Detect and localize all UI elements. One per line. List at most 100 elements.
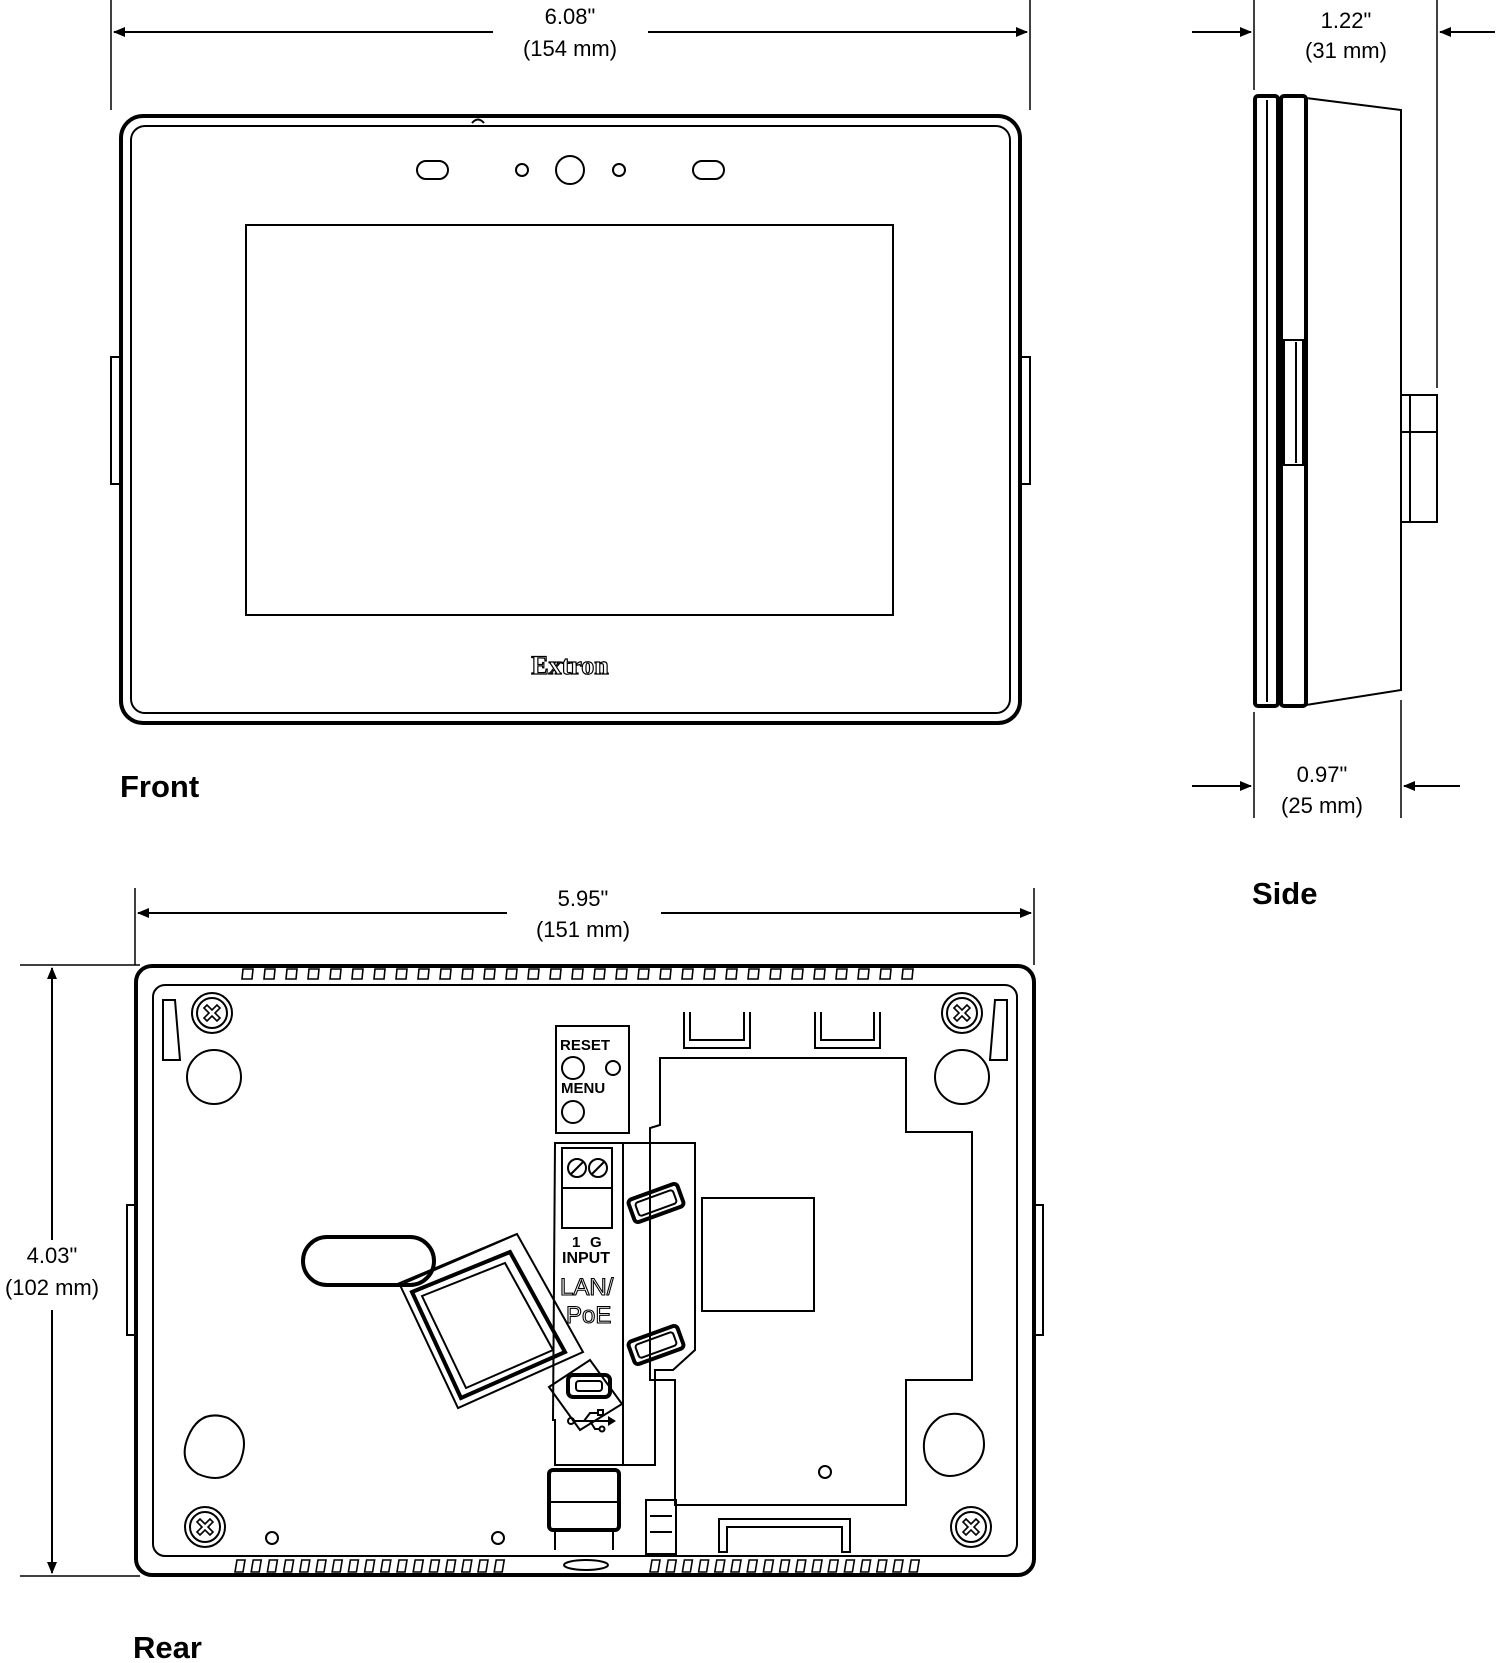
front-top-notch (471, 118, 485, 124)
vent-slot (571, 968, 584, 980)
front-view-label: Front (120, 769, 199, 804)
screw-bottom-right-icon (950, 1506, 992, 1548)
reset-menu-panel (555, 1025, 630, 1134)
vent-slot (746, 1559, 759, 1573)
bottom-center-slot (563, 1559, 609, 1571)
side-depth-dimension: 1.22" (31 mm) (1192, 0, 1495, 388)
processor-chip (701, 1197, 815, 1312)
front-view: 6.08" (154 mm) Extron Front (110, 0, 1031, 804)
vent-slot (363, 1559, 376, 1573)
vent-slot (697, 1559, 710, 1573)
vent-slot (665, 1559, 678, 1573)
vent-slot (879, 968, 892, 980)
hdmi-port-upper[interactable] (626, 1181, 686, 1225)
rear-small-hole-left (265, 1531, 279, 1545)
vent-slot (659, 968, 672, 980)
side-housing (1305, 97, 1402, 706)
vent-slot (285, 968, 298, 980)
front-width-dimension: 6.08" (154 mm) (110, 0, 1031, 110)
micro-usb-port[interactable] (547, 1358, 624, 1432)
vent-slot (460, 1559, 473, 1573)
side-depth-mm: (31 mm) (1305, 38, 1387, 63)
vent-slot (791, 968, 804, 980)
rear-height-inches: 4.03" (27, 1243, 78, 1268)
front-right-led-icon (612, 163, 626, 177)
vent-slot (637, 968, 650, 980)
vent-slot (681, 968, 694, 980)
screw-bottom-left-icon (184, 1506, 226, 1548)
side-rear-connector (1400, 394, 1438, 523)
mount-hole-top-right (934, 1049, 990, 1105)
top-clip-left (683, 1012, 751, 1049)
side-bezel-rear (1279, 94, 1308, 708)
vent-slot (266, 1559, 279, 1573)
vent-slot (593, 968, 606, 980)
vent-slot (298, 1559, 311, 1573)
screw-top-right-icon (941, 992, 983, 1034)
speaker-slot (301, 1235, 436, 1287)
vent-slot (811, 1559, 823, 1573)
vent-slot (493, 1559, 506, 1573)
lan-label: LAN/ (560, 1274, 614, 1301)
rear-small-hole-right (818, 1465, 832, 1479)
reset-label: RESET (560, 1037, 610, 1054)
network-jack[interactable] (547, 1468, 621, 1532)
vent-slot (477, 1559, 489, 1573)
front-left-led-icon (515, 163, 529, 177)
front-width-inches: 6.08" (545, 4, 596, 29)
side-view-label: Side (1252, 876, 1317, 911)
side-latch (1283, 339, 1304, 466)
mount-hole-bottom-right (922, 1412, 985, 1477)
vent-slot (417, 968, 430, 980)
sd-card-slot[interactable] (394, 1232, 585, 1410)
vent-slot (505, 968, 518, 980)
vent-slot (379, 1559, 392, 1573)
vent-slot (347, 1559, 360, 1573)
rear-small-hole-center (491, 1531, 505, 1545)
front-inner-bezel (130, 125, 1011, 714)
vent-slot (747, 968, 760, 980)
extron-logo: Extron (531, 651, 609, 680)
bottom-latch (645, 1499, 677, 1555)
mount-hole-top-left (186, 1049, 242, 1105)
rear-height-dimension: 4.03" (102 mm) (5, 964, 140, 1577)
vent-slot (649, 1559, 661, 1573)
top-vent-row (241, 968, 914, 980)
rear-view: 5.95" (151 mm) 4.03" (102 mm) (5, 886, 1044, 1663)
rear-width-dimension: 5.95" (151 mm) (134, 886, 1035, 965)
front-right-sensor-icon (692, 160, 725, 180)
bottom-vent-row-left (234, 1559, 506, 1573)
circuit-board-outline (649, 1057, 973, 1506)
vent-slot (681, 1559, 694, 1573)
vent-slot (396, 1559, 408, 1573)
rear-view-label: Rear (133, 1630, 202, 1663)
poe-label: PoE (566, 1302, 611, 1329)
vent-slot (908, 1559, 921, 1573)
rear-inner-frame (152, 984, 1018, 1557)
rear-housing (134, 964, 1036, 1577)
vent-slot (794, 1559, 807, 1573)
reset-button[interactable] (561, 1056, 585, 1080)
front-left-sensor-icon (416, 160, 449, 180)
vent-slot (461, 968, 474, 980)
vent-slot (329, 968, 342, 980)
side-depth-inches: 1.22" (1321, 8, 1372, 33)
vent-slot (892, 1559, 904, 1573)
vent-slot (315, 1559, 327, 1573)
vent-slot (769, 968, 782, 980)
vent-slot (813, 968, 826, 980)
vent-slot (307, 968, 320, 980)
hdmi-port-lower[interactable] (626, 1323, 686, 1367)
vent-slot (857, 968, 870, 980)
vent-slot (250, 1559, 263, 1573)
side-body-depth-mm: (25 mm) (1281, 793, 1363, 818)
menu-button[interactable] (561, 1100, 585, 1124)
rear-height-mm: (102 mm) (5, 1275, 99, 1300)
vent-slot (703, 968, 716, 980)
vent-slot (282, 1559, 295, 1573)
vent-slot (843, 1559, 856, 1573)
vent-slot (373, 968, 386, 980)
vent-slot (331, 1559, 344, 1573)
vent-slot (439, 968, 452, 980)
